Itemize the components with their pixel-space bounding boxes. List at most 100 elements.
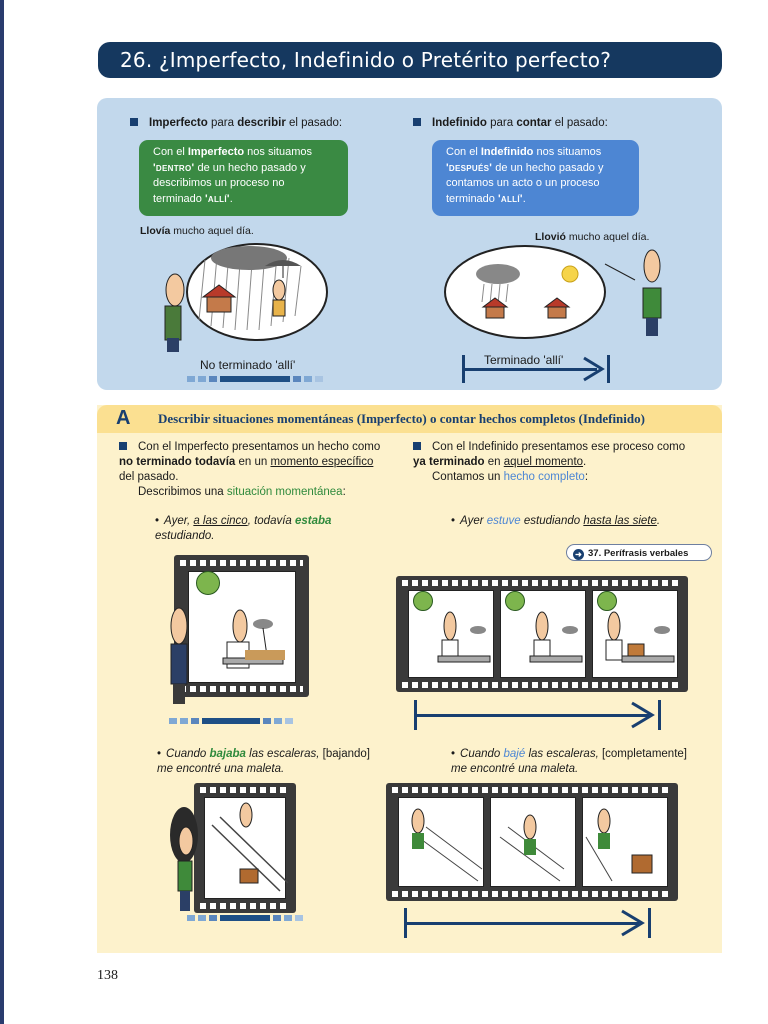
llovio-caption: Llovió mucho aquel día. bbox=[535, 231, 649, 243]
film-holes bbox=[180, 560, 303, 566]
para-underlined: aquel momento bbox=[503, 456, 584, 468]
ex-verb: bajé bbox=[503, 748, 526, 760]
student-sequence-drawing bbox=[437, 611, 675, 663]
para-blue: hecho completo bbox=[503, 471, 585, 483]
imperfecto-explanation: Con el Imperfecto presentamos un hecho c… bbox=[119, 440, 389, 500]
bubble-term: Imperfecto bbox=[187, 146, 245, 158]
para-text: : bbox=[584, 471, 589, 483]
example-estaba: •Ayer, a las cinco, todavía estaba estud… bbox=[155, 514, 355, 544]
clock-icon bbox=[505, 591, 525, 611]
ex-text: Ayer bbox=[460, 515, 487, 527]
film-holes bbox=[200, 903, 290, 909]
bullet-dot-icon: • bbox=[155, 515, 160, 527]
caption-verb: Llovió bbox=[535, 231, 566, 243]
intro-right-heading: Indefinido para contar el pasado: bbox=[413, 116, 608, 130]
rain-thought-illustration bbox=[164, 243, 328, 352]
ex-text: las escaleras, bbox=[525, 748, 602, 760]
caption-text: mucho aquel día. bbox=[565, 231, 650, 243]
bubble-smallcaps: 'dentro' bbox=[153, 161, 195, 174]
incomplete-dashed-bar bbox=[169, 718, 293, 724]
film-frame bbox=[582, 797, 668, 887]
ex-verb: estuve bbox=[486, 515, 521, 527]
cross-reference-link[interactable]: ➜ 37. Perífrasis verbales bbox=[566, 544, 712, 561]
rain-sun-thought-illustration bbox=[444, 245, 662, 339]
indefinido-explanation: Con el Indefinido presentamos ese proces… bbox=[413, 440, 688, 485]
llovia-caption: Llovía mucho aquel día. bbox=[140, 225, 254, 237]
label-text: Terminado 'allí' bbox=[484, 353, 564, 367]
indefinido-definition-bubble: Con el Indefinido nos situamos 'después'… bbox=[432, 140, 639, 216]
ex-text: Ayer, bbox=[164, 515, 194, 527]
clock-icon bbox=[597, 591, 617, 611]
page-edge-band bbox=[0, 0, 4, 1024]
bubble-text: nos situamos bbox=[244, 146, 312, 158]
woman-stairs-drawing bbox=[170, 802, 289, 911]
heading-text: el pasado: bbox=[551, 117, 608, 129]
ex-text: , todavía bbox=[247, 515, 295, 527]
bubble-text: nos situamos bbox=[533, 146, 602, 158]
film-holes bbox=[200, 787, 290, 793]
para-underlined: momento específico bbox=[270, 456, 374, 468]
para-text: en bbox=[484, 456, 504, 468]
complete-timeline-arrow bbox=[462, 355, 610, 383]
ex-text: estudiando bbox=[520, 515, 584, 527]
section-letter: A bbox=[116, 407, 131, 429]
bubble-smallcaps: 'allí' bbox=[497, 192, 523, 205]
ex-underlined: hasta las siete bbox=[583, 515, 657, 527]
clock-icon bbox=[413, 591, 433, 611]
para-bold: no terminado todavía bbox=[119, 456, 236, 468]
film-holes bbox=[402, 580, 682, 586]
section-a-header bbox=[97, 405, 722, 433]
heading-text: para bbox=[486, 117, 517, 129]
bullet-dot-icon: • bbox=[451, 748, 456, 760]
film-holes bbox=[392, 891, 672, 897]
para-text: : bbox=[342, 486, 346, 498]
ex-verb: bajaba bbox=[209, 748, 246, 760]
film-holes bbox=[402, 682, 682, 688]
complete-timeline-arrow bbox=[414, 700, 661, 730]
clock-icon bbox=[196, 571, 220, 595]
bubble-text: Con el bbox=[446, 146, 481, 158]
bullet-square-icon bbox=[413, 118, 421, 126]
stairs-sequence-drawing bbox=[411, 808, 653, 882]
para-text: . bbox=[583, 456, 587, 468]
complete-timeline-arrow bbox=[404, 908, 651, 938]
intro-left-heading: Imperfecto para describir el pasado: bbox=[130, 116, 342, 130]
ref-text: 37. Perífrasis verbales bbox=[588, 548, 689, 559]
no-terminado-label: No terminado 'allí' bbox=[200, 358, 295, 372]
film-holes bbox=[392, 787, 672, 793]
bullet-square-icon bbox=[130, 118, 138, 126]
film-holes bbox=[180, 686, 303, 692]
bullet-dot-icon: • bbox=[157, 748, 162, 760]
student-at-desk-drawing bbox=[170, 607, 285, 704]
heading-text: para bbox=[207, 117, 238, 129]
ex-text: Cuando bbox=[460, 748, 504, 760]
term-indefinido: Indefinido bbox=[432, 117, 487, 129]
ex-text: me encontré una maleta. bbox=[451, 763, 579, 775]
example-estuve: •Ayer estuve estudiando hasta las siete. bbox=[451, 514, 701, 529]
bullet-dot-icon: • bbox=[451, 515, 456, 527]
term-imperfecto: Imperfecto bbox=[149, 117, 208, 129]
para-bold: ya terminado bbox=[413, 456, 485, 468]
bubble-text: de un hecho pasado y describimos un proc… bbox=[153, 161, 306, 205]
terminado-label: Terminado 'allí' bbox=[484, 353, 563, 367]
ex-verb: estaba bbox=[295, 515, 332, 527]
arrow-right-icon: ➜ bbox=[573, 549, 584, 560]
bubble-text: . bbox=[229, 192, 233, 205]
ex-text: me encontré una maleta. bbox=[157, 763, 285, 775]
bubble-term: Indefinido bbox=[480, 146, 534, 158]
label-text: No terminado 'allí' bbox=[200, 358, 296, 372]
caption-verb: Llovía bbox=[140, 225, 171, 237]
term-contar: contar bbox=[516, 117, 552, 129]
ex-text: Cuando bbox=[166, 748, 210, 760]
incomplete-dashed-bar bbox=[187, 915, 303, 921]
incomplete-dashed-bar bbox=[187, 376, 323, 382]
para-text: Contamos un bbox=[432, 471, 504, 483]
page-title: 26. ¿Imperfecto, Indefinido o Pretérito … bbox=[98, 42, 722, 78]
bubble-text: Con el bbox=[153, 146, 188, 158]
para-text: del pasado. bbox=[119, 471, 179, 483]
term-describir: describir bbox=[237, 117, 286, 129]
para-text: Describimos una bbox=[138, 486, 227, 498]
ex-bracket: [completamente] bbox=[601, 748, 687, 760]
para-text: en un bbox=[235, 456, 271, 468]
example-bajaba: •Cuando bajaba las escaleras, [bajando] … bbox=[157, 747, 387, 777]
